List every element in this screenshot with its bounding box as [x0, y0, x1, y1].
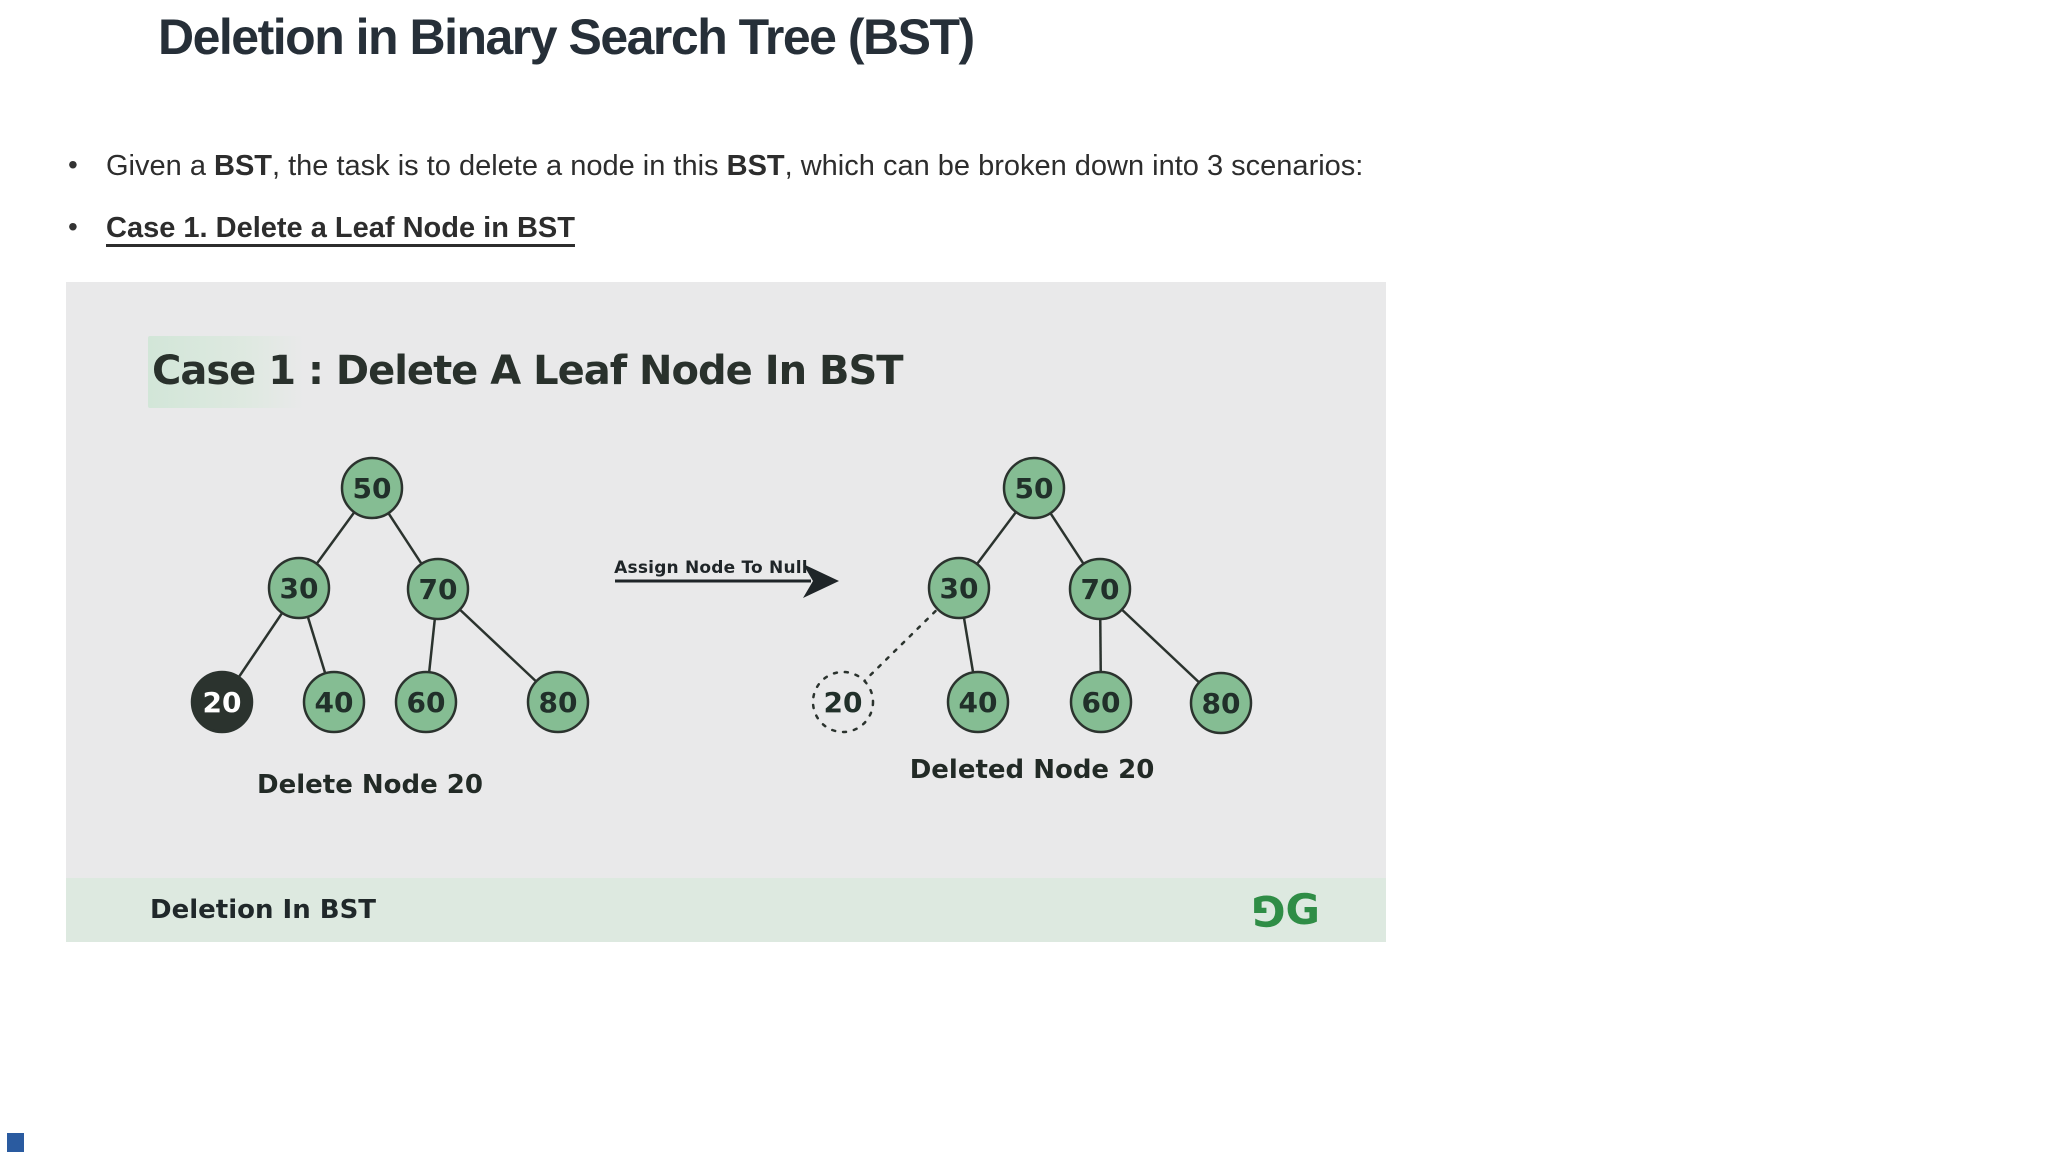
tree-node-40: [302, 670, 366, 734]
tree-node-50: [1002, 456, 1066, 520]
tree-caption: Delete Node 20: [257, 770, 483, 800]
tree-node-label: 50: [353, 472, 392, 505]
bullet-text-segment: Given a: [106, 150, 214, 182]
bullet-text-segment: , the task is to delete a node in this: [272, 150, 727, 182]
tree-node-label: 50: [1015, 472, 1054, 505]
bullet-item: Case 1. Delete a Leaf Node in BST: [66, 207, 1363, 248]
tree-node-30: [267, 556, 331, 620]
tree-node-label: 30: [280, 572, 319, 605]
tree-node-50: [340, 456, 404, 520]
assign-arrow-head: [803, 564, 839, 598]
bst-figure-panel: Case 1 : Delete A Leaf Node In BST Assig…: [66, 282, 1386, 942]
bottom-left-blue-fragment: [7, 1133, 24, 1152]
bullet-text-segment: , which can be broken down into 3 scenar…: [784, 150, 1364, 182]
tree-node-label: 70: [419, 573, 458, 606]
bullet-item: Given a BST, the task is to delete a nod…: [66, 145, 1364, 186]
tree-node-70: [1068, 557, 1132, 621]
tree-node-label: 80: [1202, 687, 1241, 720]
tree-caption: Deleted Node 20: [910, 755, 1155, 785]
tree-node-20: [190, 670, 254, 734]
page-title: Deletion in Binary Search Tree (BST): [158, 9, 975, 65]
tree-node-label: 40: [315, 686, 354, 719]
bullet-text-segment: Case 1. Delete a Leaf Node in BST: [106, 212, 575, 244]
tree-node-60: [1069, 670, 1133, 734]
tree-node-70: [406, 557, 470, 621]
figure-footer-label: Deletion In BST: [150, 895, 377, 925]
tree-node-label: 60: [1082, 686, 1121, 719]
assign-arrow-label: Assign Node To Null: [614, 558, 808, 578]
bullet-text-segment: BST: [726, 150, 785, 182]
heading-highlight: [148, 336, 304, 408]
tree-node-label: 20: [203, 686, 242, 719]
tree-node-label: 60: [407, 686, 446, 719]
bst-trees-diagram: Assign Node To Null 50 30 70 20 40 60 80Delete …: [190, 456, 1253, 800]
tree-node-20: [811, 670, 875, 734]
tree-node-80: [1189, 671, 1253, 735]
tree-node-30: [927, 556, 991, 620]
tree-node-label: 40: [959, 686, 998, 719]
tree-node-label: 70: [1081, 573, 1120, 606]
tree-node-60: [394, 670, 458, 734]
tree-node-40: [946, 670, 1010, 734]
tree-node-80: [526, 670, 590, 734]
bullet-text-segment: BST: [214, 150, 272, 182]
bullet-list: Given a BST, the task is to delete a nod…: [66, 145, 1364, 270]
figure-heading: Case 1 : Delete A Leaf Node In BST: [152, 348, 904, 394]
tree-node-label: 20: [824, 686, 863, 719]
tree-node-label: 80: [539, 686, 578, 719]
tree-node-label: 30: [940, 572, 979, 605]
